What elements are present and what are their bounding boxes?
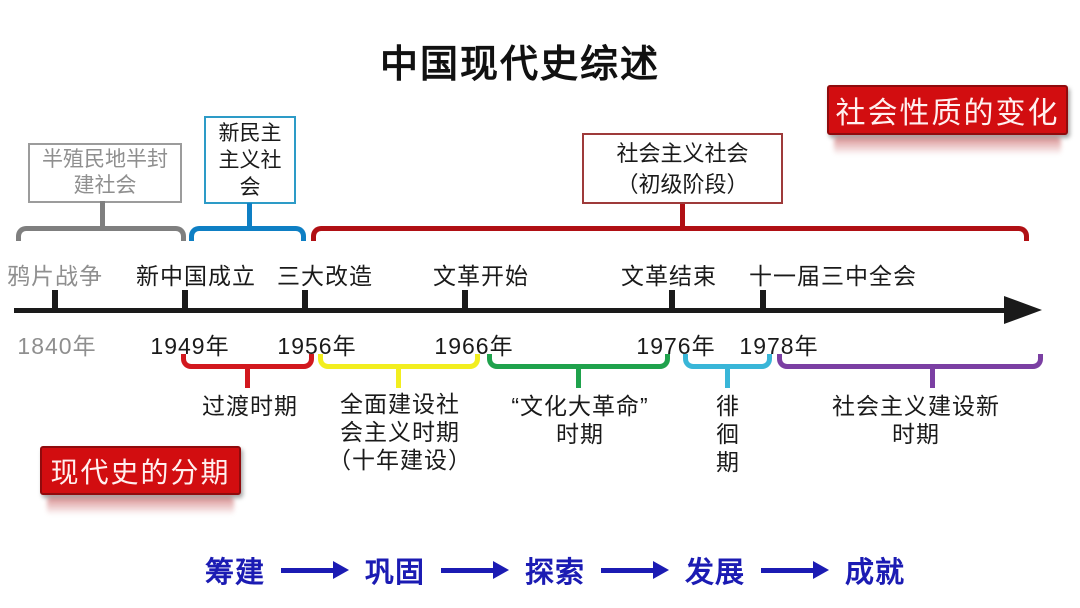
timeline-tick-1966 [462,290,468,309]
periodization-banner-label: 现代史的分期 [50,456,231,488]
range-bracket-new-democratic [189,226,306,241]
period-stem-new-era [930,367,935,388]
timeline-axis [14,308,1008,313]
periodization-banner: 现代史的分期 [40,446,241,495]
stage-line: 社会主义社会 [616,140,749,166]
period-stem-construction [396,367,401,388]
development-flow: 筹建 巩固 探索 发展 成就 [205,549,905,591]
range-bracket-socialist [311,226,1029,241]
flow-item-fa-zhan: 发展 [684,557,745,589]
period-stem-transition [245,367,250,388]
flow-arrow-icon [440,561,509,579]
year-label-1976: 1976年 [636,333,716,359]
stage-line: 建社会 [73,174,137,197]
period-label-cultural-revolution: “文化大革命” 时期 [511,393,649,447]
event-label-third-plenum: 十一届三中全会 [749,263,917,289]
timeline-tick-1978 [760,290,766,309]
stage-line: 半殖民地半封 [42,148,168,171]
period-bracket-cultural-revolution [487,354,670,369]
stage-line: 主义社 [218,148,282,172]
flow-item-gong-gu: 巩固 [364,557,425,589]
period-label-new-era: 社会主义建设新 时期 [832,393,1000,447]
event-label-prc-founding: 新中国成立 [136,263,256,289]
event-label-three-transformations: 三大改造 [277,263,373,289]
timeline-tick-1949 [182,290,188,309]
timeline-tick-1840 [52,290,58,309]
stage-line: （初级阶段） [616,171,749,197]
period-label-transition: 过渡时期 [202,393,298,419]
flow-item-tan-suo: 探索 [524,557,585,589]
social-nature-banner: 社会性质的变化 [827,85,1068,135]
period-bracket-hovering [683,354,772,369]
stage-box-semi-colonial: 半殖民地半封 建社会 [28,143,182,203]
event-label-opium-war: 鸦片战争 [7,263,103,289]
timeline-arrowhead-icon [1004,296,1042,324]
period-bracket-new-era [777,354,1043,369]
flow-item-cheng-jiu: 成就 [844,557,905,589]
flow-arrow-icon [760,561,829,579]
timeline-tick-1976 [669,290,675,309]
stage-line: 会 [239,175,261,199]
flow-item-chou-jian: 筹建 [205,557,266,589]
bracket-stem-new-democratic [247,203,252,228]
period-stem-hovering [725,367,730,388]
social-nature-banner-label: 社会性质的变化 [835,97,1060,130]
stage-line: 新民主 [218,121,282,145]
event-label-cultural-revolution-end: 文革结束 [621,263,717,289]
period-bracket-construction [318,354,480,369]
bracket-stem-semi-colonial [100,201,105,228]
period-label-construction: 全面建设社 会主义时期 （十年建设） [328,391,472,473]
flow-arrow-icon [281,561,349,579]
stage-box-socialist: 社会主义社会 （初级阶段） [582,133,783,204]
flow-arrow-icon [600,561,669,579]
page-title: 中国现代史综述 [379,44,660,86]
year-label-1840: 1840年 [17,333,97,359]
period-label-hovering: 徘 徊 期 [716,393,740,475]
year-label-1956: 1956年 [277,333,357,359]
period-stem-cultural-revolution [576,367,581,388]
period-bracket-transition [181,354,314,369]
range-bracket-semi-colonial [16,226,186,241]
bracket-stem-socialist [680,204,685,228]
stage-box-new-democratic: 新民主 主义社 会 [204,116,296,204]
timeline-tick-1956 [302,290,308,309]
event-label-cultural-revolution-start: 文革开始 [433,263,529,289]
